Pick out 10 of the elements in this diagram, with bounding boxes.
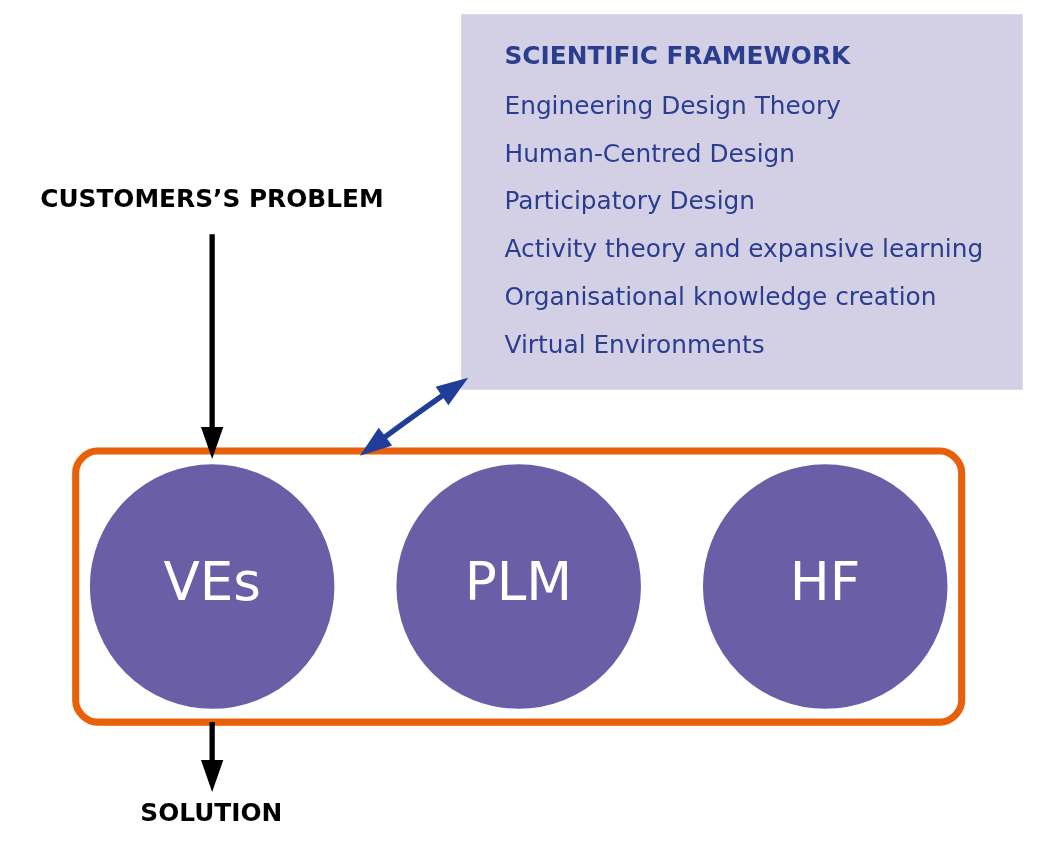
node-circle: HF bbox=[702, 464, 947, 709]
arrow bbox=[200, 234, 223, 460]
node-box: SCIENTIFIC FRAMEWORK Engineering Design Theory Human-Centred Design Participatory Design Activity theory and expansive learning Organisational knowledge creation Virtual Environments bbox=[460, 14, 1023, 390]
node-text: CUSTOMERS’S PROBLEM bbox=[39, 183, 384, 213]
node-text: SOLUTION bbox=[139, 797, 282, 827]
arrow bbox=[359, 377, 468, 456]
node-circle: PLM bbox=[395, 464, 641, 709]
arrow bbox=[200, 722, 223, 792]
cluster bbox=[71, 447, 965, 726]
node-circle: VEs bbox=[89, 464, 334, 709]
